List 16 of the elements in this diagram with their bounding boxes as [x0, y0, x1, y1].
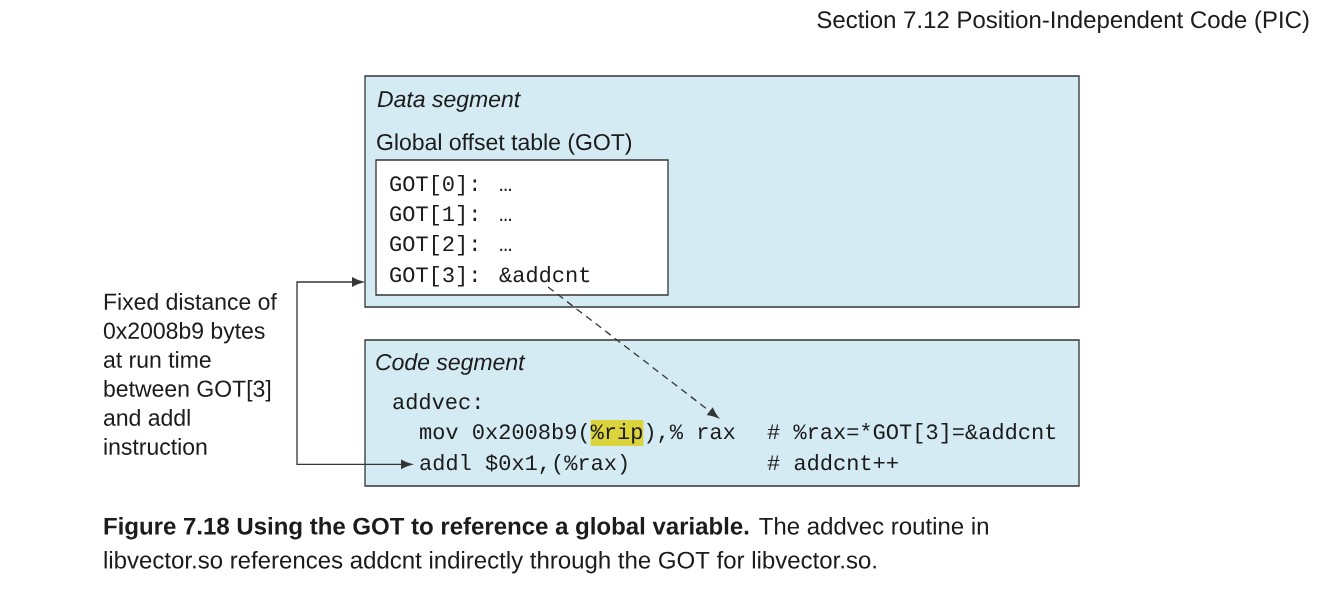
table-heading: Global offset table (GOT) [377, 133, 632, 155]
table-row: GOT[0]: … [390, 175, 511, 196]
code-line: addl $0x1,(%rax) [420, 454, 627, 475]
code-comment: # addcnt++ [767, 454, 898, 471]
segment-title: Code segment [376, 353, 526, 375]
edge-label: Fixed distance of 0x2008b9 bytes at run time between GOT[3] and addl instruction [103, 293, 277, 455]
code-comment: # %rax=*GOT[3]=&addcnt [767, 423, 1056, 444]
double-arrow [296, 277, 413, 469]
page-header: Section 7.12 Position-Independent Code (PIC) [817, 10, 1309, 33]
code-line: GOT[3]: &addcnt [390, 266, 590, 287]
code-line: addvec: [393, 393, 480, 410]
dashed-arrow [547, 286, 719, 419]
table-row: GOT[1]: … [390, 205, 511, 226]
segment-title: Data segment [377, 91, 521, 112]
figure-caption: Figure 7.18 Using the GOT to reference a global variable. The addvec routine in libvector.so references addcnt indirectly through the GOT for libvector.so. [104, 517, 988, 574]
table-row: GOT[2]: … [390, 235, 511, 256]
